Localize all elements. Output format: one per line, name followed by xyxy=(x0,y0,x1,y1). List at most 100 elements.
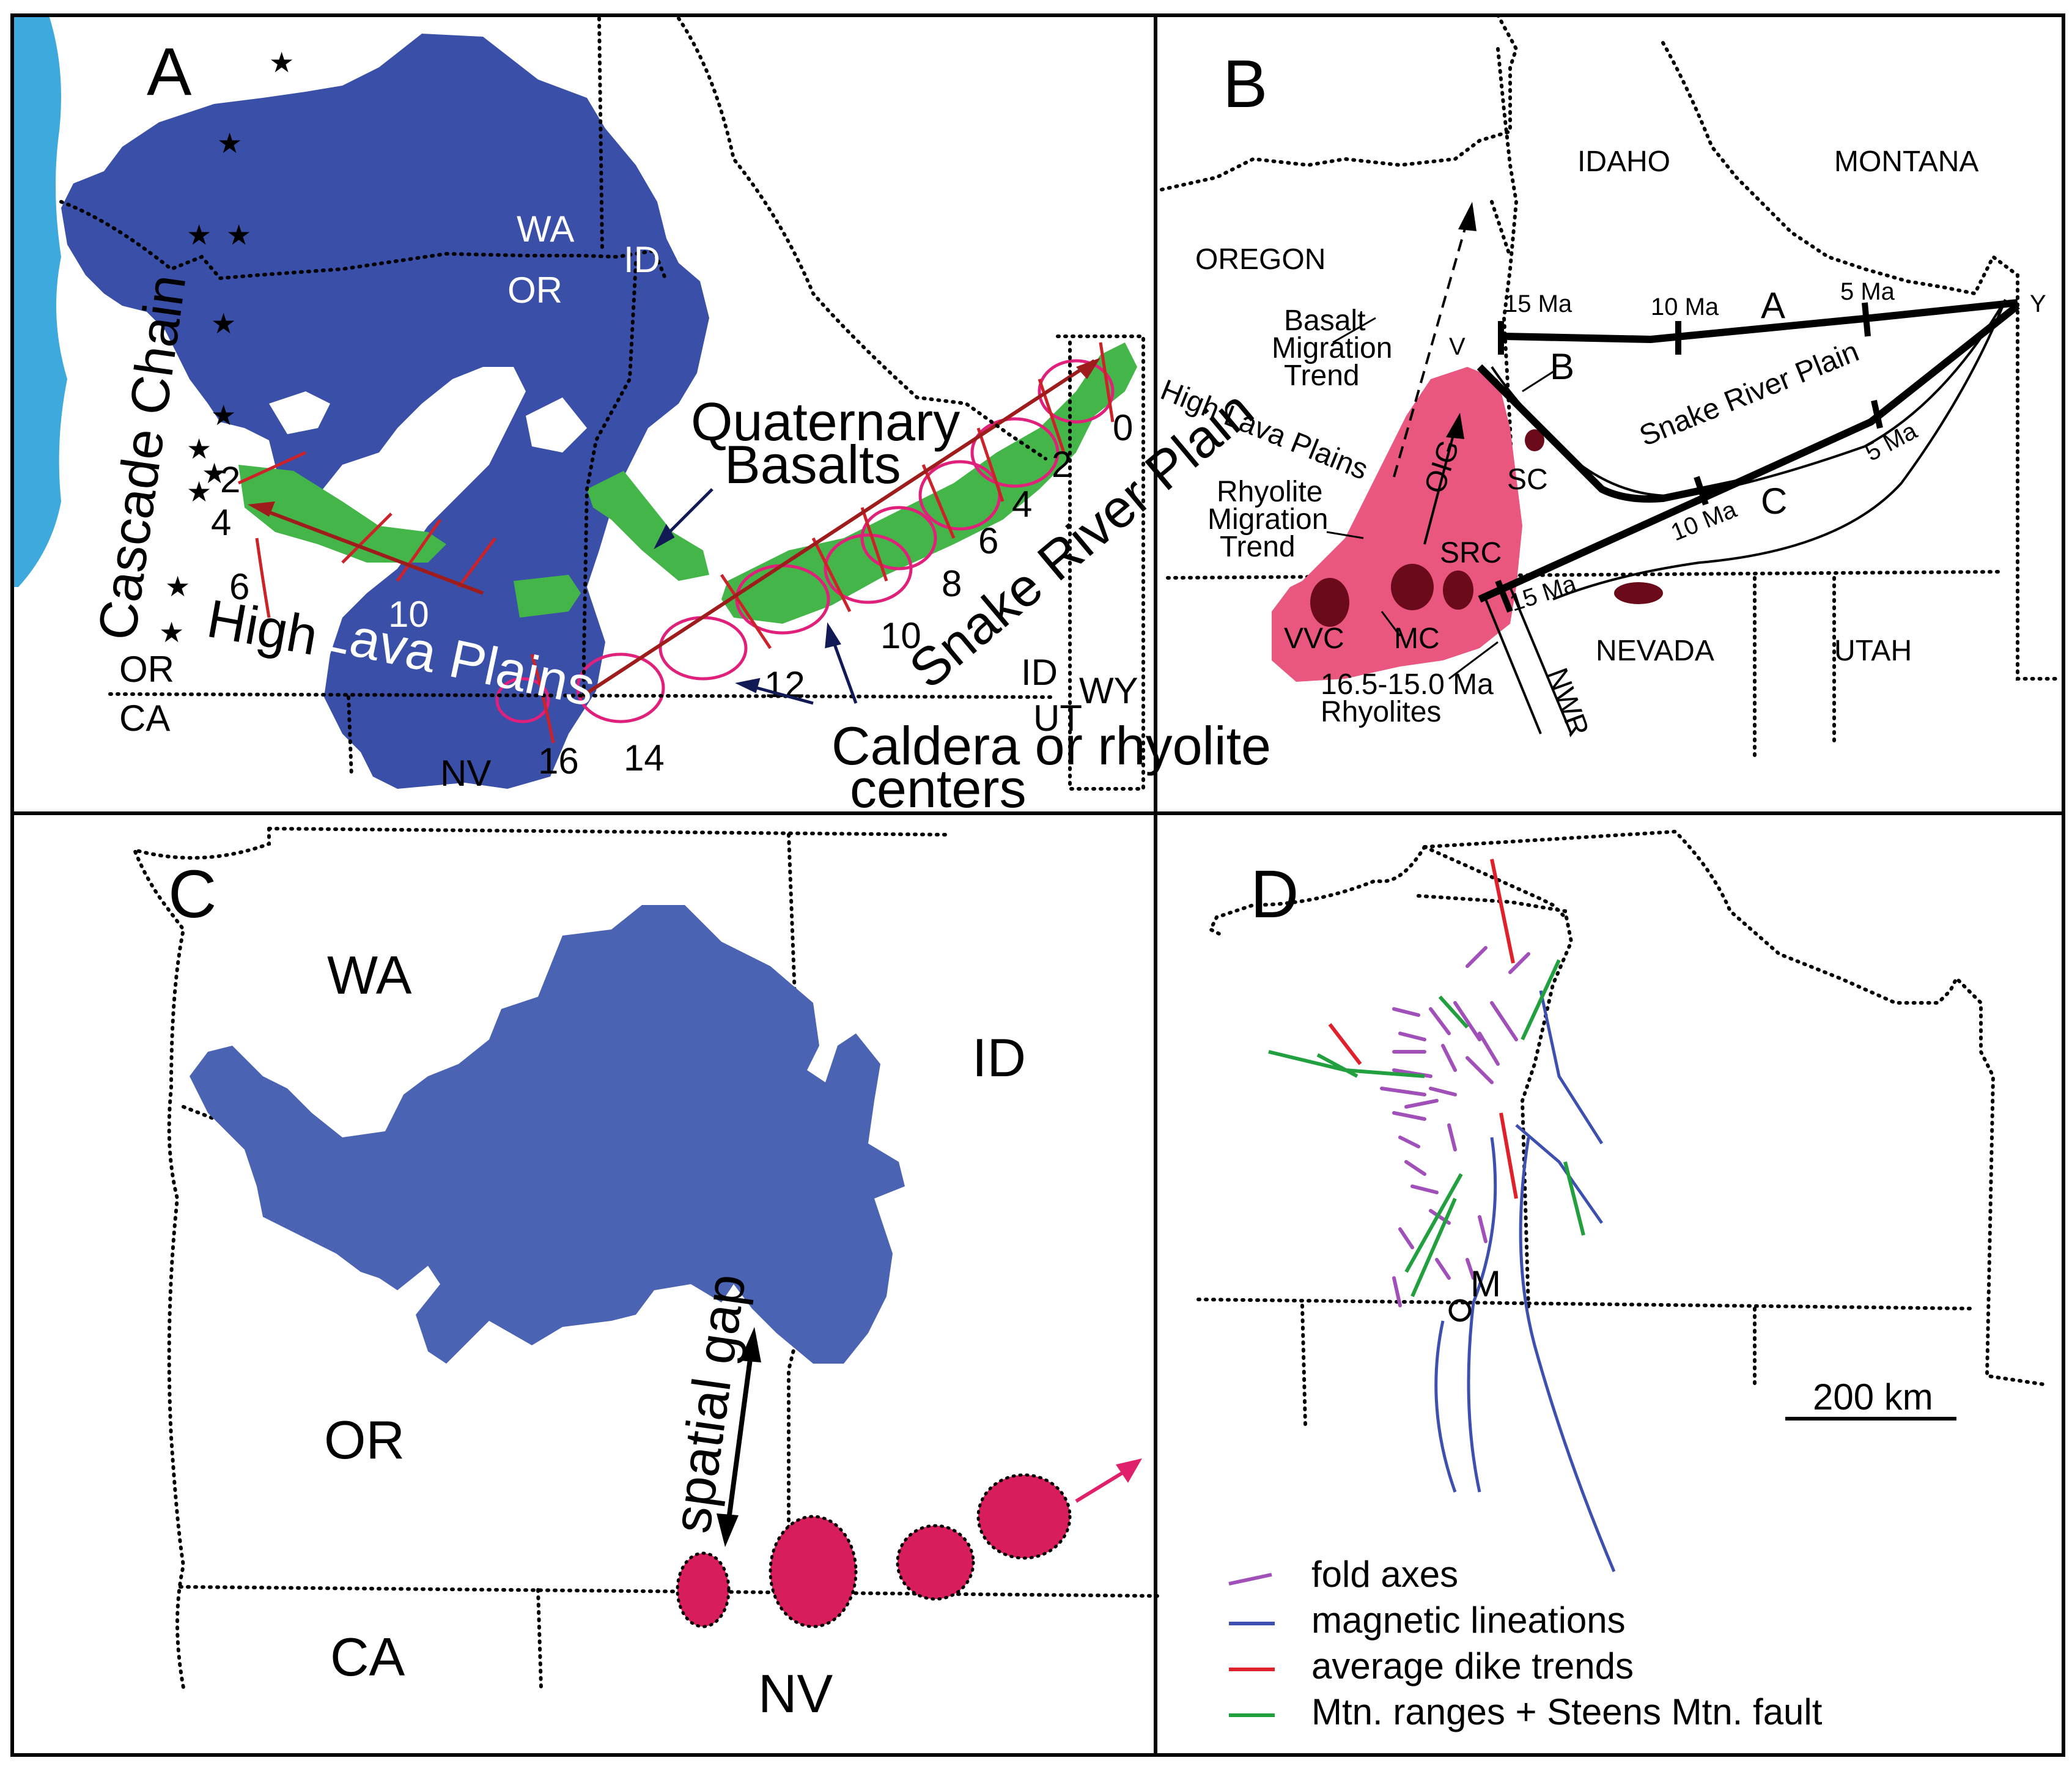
label-wy: WY xyxy=(1079,670,1138,711)
fold-axis xyxy=(1410,1184,1439,1194)
crb-blue-c xyxy=(190,905,905,1364)
legend-label-magnetic: magnetic lineations xyxy=(1311,1600,1626,1641)
mountain-range xyxy=(1521,959,1561,1041)
label-montana: MONTANA xyxy=(1834,146,1978,178)
label-nv-c: NV xyxy=(758,1663,833,1724)
b-border-or-e xyxy=(1490,200,1512,259)
basalt-trend-arrow xyxy=(1393,220,1469,478)
rhyolites-age-label: 16.5-15.0 Ma xyxy=(1321,668,1494,701)
fold-axis xyxy=(1490,1001,1518,1041)
a-border-or-ca xyxy=(108,692,1053,699)
magnetic-lineations xyxy=(1434,990,1616,1572)
c-border-or-ca xyxy=(179,1585,1163,1598)
fold-axis xyxy=(1453,1001,1481,1041)
srp-age-labels: 0 2 4 6 8 10 12 14 16 xyxy=(538,407,1133,781)
label-nv: NV xyxy=(440,753,491,794)
fold-axis xyxy=(1380,1087,1426,1096)
legend-label-fold: fold axes xyxy=(1311,1554,1458,1595)
rhyolite-trend-arrow xyxy=(1423,427,1456,545)
a-border-wa-or xyxy=(59,200,668,283)
c-border-outline xyxy=(131,827,949,1690)
center-vvc xyxy=(1310,578,1349,627)
svg-text:★: ★ xyxy=(159,616,184,648)
track-label-y: Y xyxy=(2030,290,2046,317)
caldera-label-2: centers xyxy=(850,758,1027,819)
legend-swatch-fold xyxy=(1228,1573,1272,1586)
center-label-mc: MC xyxy=(1394,623,1440,655)
green-patch-3 xyxy=(587,471,709,581)
fold-axis xyxy=(1398,1136,1420,1148)
label-wa: WA xyxy=(517,209,574,249)
srp-age: 4 xyxy=(1012,484,1032,525)
fold-axis xyxy=(1429,1007,1451,1035)
dike-trend xyxy=(1328,1023,1362,1065)
center-label-src: SRC xyxy=(1440,537,1502,569)
panel-frame-outer xyxy=(10,13,2065,1757)
fold-axis xyxy=(1404,1160,1426,1176)
srp-trend-arrowhead xyxy=(1076,358,1101,379)
fold-axis xyxy=(1478,1215,1488,1243)
mountain-range xyxy=(1438,995,1469,1029)
label-wa-c: WA xyxy=(327,945,412,1005)
svg-text:★: ★ xyxy=(186,433,212,465)
d-border-outline xyxy=(1423,829,2050,1387)
svg-text:★: ★ xyxy=(186,476,212,508)
high-lava-plains-label-1: High xyxy=(203,588,322,667)
age-10-top: 10 Ma xyxy=(1651,294,1719,320)
hotspot-blob-1 xyxy=(676,1551,731,1628)
label-nevada: NEVADA xyxy=(1596,635,1714,667)
hlp-trend-line xyxy=(256,506,484,595)
label-ca: CA xyxy=(119,698,170,739)
quaternary-label-1: Quaternary xyxy=(691,391,960,452)
track-a xyxy=(1503,299,2018,343)
spatial-gap-arrowhead-top xyxy=(740,1327,761,1362)
a-border-nv xyxy=(347,695,353,778)
d-border-nv-ut xyxy=(1300,1304,1757,1427)
nwr-line-1 xyxy=(1484,599,1542,734)
srp-trend-line xyxy=(580,359,1096,699)
nwr-line-2 xyxy=(1509,586,1572,734)
hlp-age: 6 xyxy=(229,566,249,607)
track-label-b: B xyxy=(1550,346,1574,387)
panel-a-letter: A xyxy=(147,34,192,109)
fold-axis xyxy=(1435,1258,1451,1280)
a-pointer-arrows xyxy=(654,488,858,705)
fold-axis xyxy=(1392,1007,1420,1017)
snake-river-plain-b-label: Snake River Plain xyxy=(1635,335,1864,453)
srp-age: 2 xyxy=(1052,444,1072,485)
srp-outline xyxy=(1491,298,2007,600)
srp-age: 0 xyxy=(1113,407,1133,448)
c-border-nv xyxy=(536,1588,543,1690)
label-oregon: OREGON xyxy=(1195,243,1325,276)
rhyolites-label: Rhyolites xyxy=(1321,696,1441,728)
hotspot-blob-2 xyxy=(769,1515,858,1628)
fold-axis xyxy=(1398,1032,1426,1041)
fold-axes xyxy=(1380,946,1530,1307)
srp-isochrons xyxy=(530,342,1115,744)
label-or-top: OR xyxy=(507,270,562,311)
fold-axis xyxy=(1466,1258,1475,1280)
crb-blue-c-lobe xyxy=(776,1235,880,1345)
srp-age: 6 xyxy=(978,520,998,561)
green-patch-2 xyxy=(514,575,581,618)
label-id-bot: ID xyxy=(1021,652,1058,693)
fold-axis xyxy=(1392,1276,1402,1307)
svg-text:★: ★ xyxy=(269,46,294,78)
quaternary-label-2: Basalts xyxy=(724,434,901,495)
spatial-gap-arrowhead-bottom xyxy=(717,1513,739,1547)
green-snake-river xyxy=(721,342,1137,624)
label-or-c: OR xyxy=(324,1409,405,1470)
panel-d-letter: D xyxy=(1250,857,1299,932)
label-idaho: IDAHO xyxy=(1577,146,1670,178)
dike-trend xyxy=(1499,1112,1518,1199)
green-hlp-west xyxy=(238,465,446,563)
b-leader-lines xyxy=(1326,317,1557,680)
crb-hole xyxy=(526,397,587,453)
hlp-trend-arrowhead xyxy=(248,501,275,517)
svg-text:★: ★ xyxy=(226,219,251,251)
center-east xyxy=(1614,582,1663,604)
svg-text:★: ★ xyxy=(211,308,236,339)
panel-d: M 200 km D fold axes magnetic lineations… xyxy=(1196,829,2050,1732)
b-border-1 xyxy=(1160,13,1519,191)
fold-axis xyxy=(1398,1227,1414,1249)
